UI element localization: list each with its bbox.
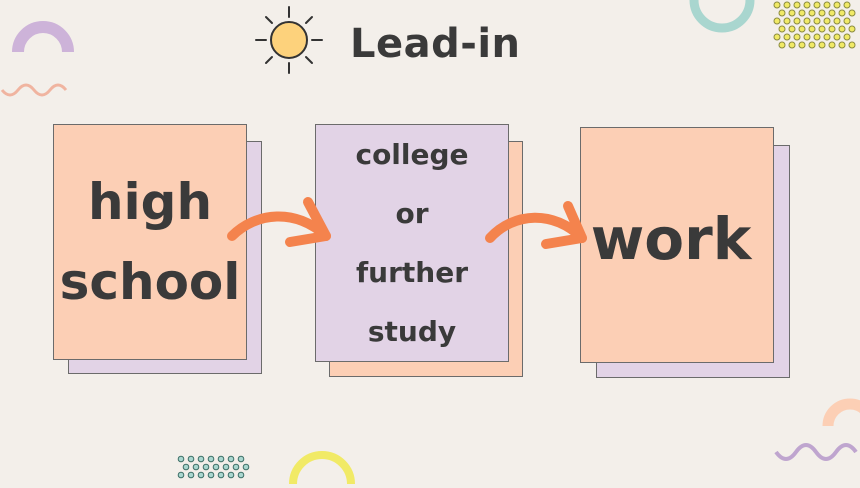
sun-icon	[255, 6, 323, 74]
dot-decoration	[783, 1, 791, 9]
dot-decoration	[783, 33, 791, 41]
dot-decoration	[778, 25, 786, 33]
slide-title: Lead-in	[350, 21, 521, 67]
dot-decoration	[803, 33, 811, 41]
dot-decoration	[227, 455, 235, 463]
dot-decoration	[773, 33, 781, 41]
teal-ring-decoration	[689, 0, 755, 33]
dot-decoration	[227, 471, 235, 479]
dot-decoration	[823, 1, 831, 9]
card-college: college or further study	[315, 124, 509, 362]
dot-decoration	[848, 9, 856, 17]
dot-decoration	[828, 41, 836, 49]
dot-decoration	[237, 471, 245, 479]
dot-decoration	[838, 9, 846, 17]
card-text-line: or	[395, 197, 429, 230]
card-text-line: school	[59, 253, 241, 311]
dot-decoration	[793, 17, 801, 25]
dot-decoration	[803, 17, 811, 25]
dot-decoration	[207, 471, 215, 479]
dot-decoration	[808, 9, 816, 17]
dot-decoration	[843, 33, 851, 41]
dot-decoration	[828, 25, 836, 33]
dot-decoration	[848, 41, 856, 49]
card-text-line: high	[87, 173, 213, 231]
card-text-line: college	[355, 138, 469, 171]
dot-decoration	[788, 25, 796, 33]
dot-decoration	[808, 41, 816, 49]
dot-decoration	[788, 9, 796, 17]
dot-decoration	[207, 455, 215, 463]
arrow-right-icon	[485, 201, 587, 249]
dot-decoration	[778, 9, 786, 17]
dot-decoration	[803, 1, 811, 9]
dot-decoration	[823, 33, 831, 41]
card-work: work	[580, 127, 774, 363]
dot-decoration	[177, 471, 185, 479]
dot-decoration	[818, 25, 826, 33]
dot-decoration	[808, 25, 816, 33]
dot-decoration	[232, 463, 240, 471]
dot-decoration	[793, 33, 801, 41]
dot-decoration	[222, 463, 230, 471]
dot-decoration	[798, 25, 806, 33]
dot-decoration	[838, 41, 846, 49]
dot-decoration	[818, 9, 826, 17]
dot-decoration	[217, 471, 225, 479]
dot-decoration	[813, 17, 821, 25]
dot-decoration	[843, 1, 851, 9]
dot-decoration	[833, 1, 841, 9]
dot-decoration	[202, 463, 210, 471]
card-text-line: work	[590, 205, 752, 273]
dot-decoration	[773, 17, 781, 25]
dot-decoration	[833, 33, 841, 41]
dot-decoration	[828, 9, 836, 17]
purple-arch-decoration	[12, 21, 74, 53]
yellow-ring-decoration	[289, 451, 355, 485]
dot-decoration	[788, 41, 796, 49]
dot-decoration	[187, 455, 195, 463]
teal-dots-decoration	[177, 455, 250, 479]
dot-decoration	[187, 471, 195, 479]
card-text-line: study	[367, 315, 457, 348]
dot-decoration	[237, 455, 245, 463]
dot-decoration	[798, 41, 806, 49]
peach-squiggle-decoration	[0, 83, 68, 97]
arrow-right-icon	[227, 197, 331, 247]
dot-decoration	[823, 17, 831, 25]
dot-decoration	[242, 463, 250, 471]
card-text-line: further	[355, 256, 469, 289]
dot-decoration	[192, 463, 200, 471]
dot-decoration	[793, 1, 801, 9]
dot-decoration	[848, 25, 856, 33]
dot-decoration	[197, 471, 205, 479]
dot-decoration	[843, 17, 851, 25]
yellow-dots-decoration	[773, 1, 856, 49]
dot-decoration	[813, 1, 821, 9]
dot-decoration	[212, 463, 220, 471]
dot-decoration	[217, 455, 225, 463]
dot-decoration	[838, 25, 846, 33]
dot-decoration	[798, 9, 806, 17]
dot-decoration	[197, 455, 205, 463]
purple-squiggle-decoration	[774, 443, 858, 461]
dot-decoration	[773, 1, 781, 9]
dot-decoration	[182, 463, 190, 471]
dot-decoration	[783, 17, 791, 25]
dot-decoration	[177, 455, 185, 463]
dot-decoration	[818, 41, 826, 49]
card-high-school: high school	[53, 124, 247, 360]
dot-decoration	[813, 33, 821, 41]
dot-decoration	[833, 17, 841, 25]
dot-decoration	[778, 41, 786, 49]
peach-arch-decoration	[822, 398, 860, 427]
